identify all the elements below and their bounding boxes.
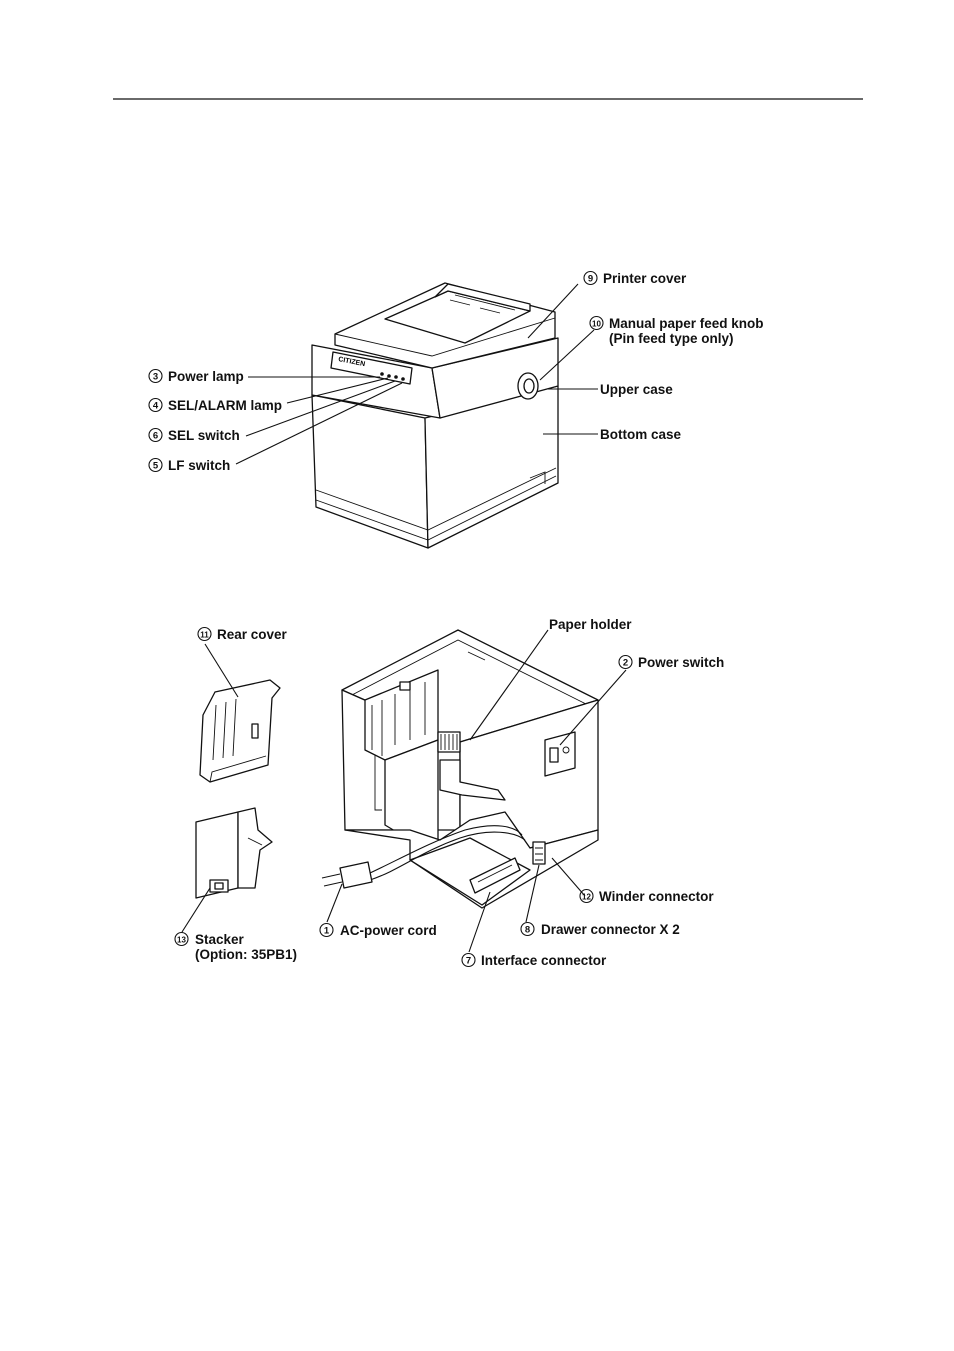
figure2-leaders: [181, 629, 627, 953]
svg-text:3: 3: [153, 372, 158, 383]
svg-text:Manual paper feed knob: Manual paper feed knob: [609, 316, 764, 331]
svg-text:SEL/ALARM lamp: SEL/ALARM lamp: [168, 398, 282, 413]
figure1-leaders: [235, 283, 598, 465]
svg-text:13: 13: [177, 936, 186, 945]
svg-text:Winder connector: Winder connector: [599, 889, 714, 904]
callout-printer-cover: 9 Printer cover: [583, 270, 687, 286]
callout-power-lamp: 3 Power lamp: [148, 368, 244, 384]
svg-text:9: 9: [588, 274, 593, 285]
callout-ac-power-cord: 1 AC-power cord: [319, 922, 437, 938]
callout-lf-switch: 5 LF switch: [148, 457, 230, 473]
callout-interface-connector: 7 Interface connector: [461, 952, 607, 968]
callout-rear-cover: 11 Rear cover: [197, 626, 288, 642]
svg-text:Rear cover: Rear cover: [217, 627, 288, 642]
svg-text:AC-power cord: AC-power cord: [340, 923, 437, 938]
svg-text:LF switch: LF switch: [168, 458, 230, 473]
svg-text:(Option: 35PB1): (Option: 35PB1): [195, 947, 297, 962]
svg-text:Printer cover: Printer cover: [603, 271, 687, 286]
svg-text:(Pin feed type only): (Pin feed type only): [609, 331, 734, 346]
svg-text:1: 1: [324, 926, 330, 937]
svg-text:12: 12: [582, 893, 591, 902]
svg-text:2: 2: [623, 658, 628, 669]
svg-text:Stacker: Stacker: [195, 932, 245, 947]
callout-upper-case: Upper case: [600, 382, 673, 397]
callout-drawer-connector: 8 Drawer connector X 2: [520, 921, 680, 937]
svg-text:4: 4: [153, 401, 159, 412]
rear-cover-drawing: [199, 679, 281, 783]
svg-text:10: 10: [592, 320, 601, 329]
printer-rear-drawing: [321, 629, 599, 909]
svg-text:6: 6: [153, 431, 158, 442]
callout-bottom-case: Bottom case: [600, 427, 682, 442]
callout-power-switch: 2 Power switch: [618, 654, 724, 670]
stacker-drawing: [195, 807, 273, 899]
svg-text:Power lamp: Power lamp: [168, 369, 244, 384]
svg-text:Drawer connector X 2: Drawer connector X 2: [541, 922, 680, 937]
svg-text:Upper case: Upper case: [600, 382, 673, 397]
printer-front-drawing: CITIZEN: [311, 282, 559, 549]
callout-feed-knob: 10 Manual paper feed knob (Pin feed type…: [589, 315, 764, 346]
svg-text:Bottom case: Bottom case: [600, 427, 682, 442]
svg-text:5: 5: [153, 461, 159, 472]
callout-winder-connector: 12 Winder connector: [579, 888, 714, 904]
svg-text:SEL switch: SEL switch: [168, 428, 240, 443]
svg-text:Paper holder: Paper holder: [549, 617, 632, 632]
callout-sel-switch: 6 SEL switch: [148, 427, 240, 443]
callout-paper-holder: Paper holder: [549, 617, 632, 632]
svg-text:Interface connector: Interface connector: [481, 953, 607, 968]
svg-text:7: 7: [466, 956, 471, 967]
svg-text:8: 8: [525, 925, 530, 936]
svg-text:Power switch: Power switch: [638, 655, 724, 670]
svg-text:11: 11: [200, 631, 209, 640]
callout-sel-alarm-lamp: 4 SEL/ALARM lamp: [148, 397, 282, 413]
callout-stacker: 13 Stacker (Option: 35PB1): [174, 931, 297, 962]
